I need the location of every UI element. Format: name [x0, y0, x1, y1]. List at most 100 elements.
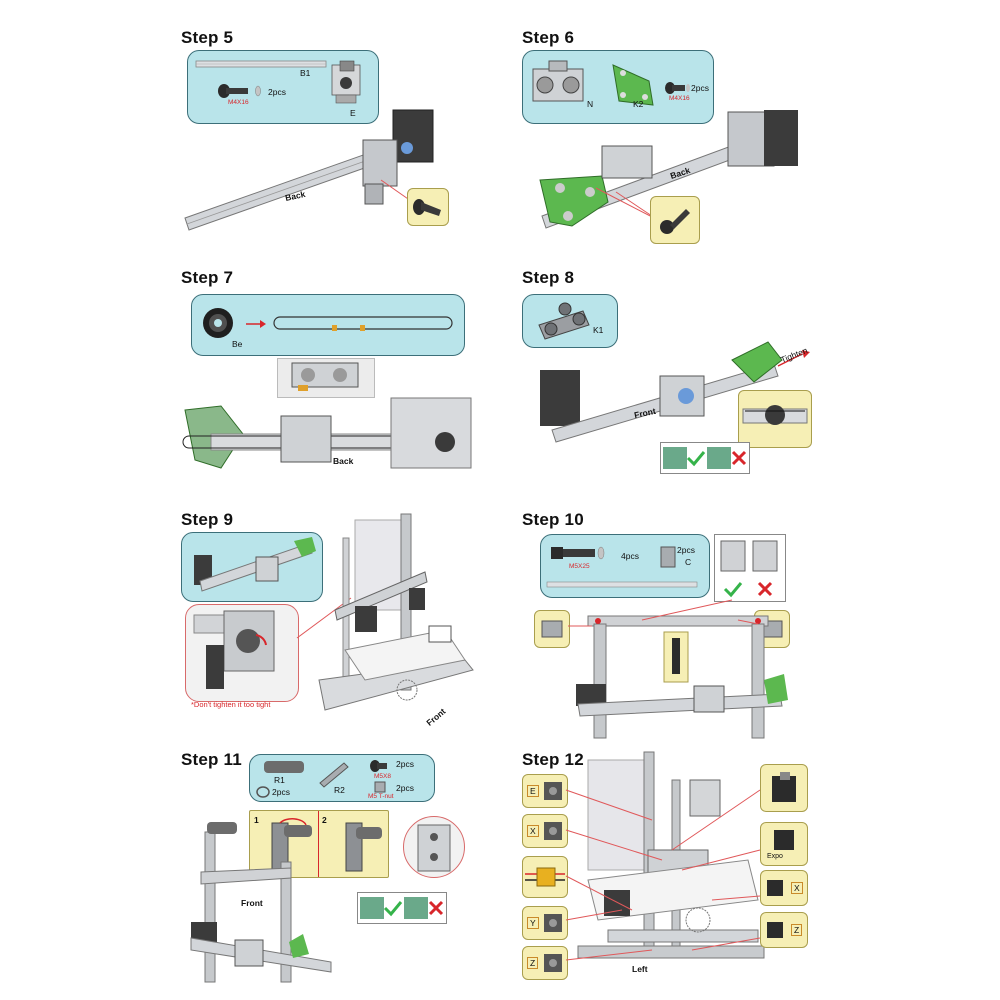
endstop-icon [767, 922, 783, 938]
endstop-z-callout: Z [760, 912, 808, 948]
step8-assembly-illustration [540, 341, 810, 443]
step-12: Step 12 E X Y Z Ex [522, 750, 842, 980]
step12-printer-illustration [577, 751, 765, 959]
cross-icon [757, 581, 773, 597]
correct-incorrect-indicator [714, 534, 786, 602]
detail-circle [185, 604, 299, 702]
spool-holder-step1-illustration [271, 818, 312, 872]
parts-box [181, 532, 323, 602]
step6-assembly-illustration [539, 110, 798, 229]
cross-icon [731, 450, 747, 466]
label-screw-size: M4X16 [669, 95, 690, 102]
label-part-k1: K1 [593, 325, 604, 335]
label-connector-e: E [527, 785, 539, 797]
part-e-illustration [331, 60, 361, 104]
label-quantity: 4pcs [621, 551, 639, 561]
label-connector-x: X [527, 825, 539, 837]
step-11: Step 11 R1 2pcs R2 2pcs M5X8 2pcs M5 T-n… [181, 750, 501, 983]
belt-correct-icon [663, 447, 687, 469]
step-title: Step 12 [522, 750, 584, 769]
leader-line [296, 597, 352, 639]
label-quantity: 2pcs [396, 759, 414, 769]
screw-callout [407, 188, 449, 226]
parts-box: B1 M4X16 2pcs E [187, 50, 379, 124]
step-title: Step 9 [181, 510, 234, 529]
label-direction: Front [241, 898, 263, 908]
motor-e-callout: E [522, 774, 568, 808]
leader-lines [565, 789, 761, 961]
label-direction: Back [333, 456, 354, 466]
label-quantity: 2pcs [268, 87, 286, 97]
x-gantry-detail [194, 537, 316, 592]
profile-detail-illustration [720, 540, 778, 572]
parts-box: N K2 M4X16 2pcs [522, 50, 714, 124]
screw-icon [218, 84, 261, 98]
label-b1: B1 [300, 68, 311, 78]
power-connector-callout [522, 856, 568, 898]
step-title: Step 11 [181, 750, 242, 769]
leader-line [568, 599, 759, 627]
rail-illustration [546, 581, 698, 588]
belt-loop-illustration [273, 316, 453, 331]
label-part-e: E [350, 108, 356, 118]
spool-holder-step2-illustration [345, 822, 382, 872]
expo-callout: Expo [760, 822, 808, 866]
part-r1-illustration [264, 761, 304, 773]
label-connector-y: Y [527, 917, 539, 929]
sub-step-panel: 1 2 [249, 810, 389, 878]
step-6: Step 6 N K2 M4X16 2pcs Back [522, 28, 842, 248]
extruder-block-icon [774, 830, 794, 850]
sub-step-number: 2 [322, 815, 327, 825]
extruder-icon [772, 772, 796, 802]
step-8: Step 8 K1 Tighten Front [522, 268, 842, 488]
step11-frame-illustration [190, 822, 332, 983]
step-title: Step 10 [522, 510, 584, 529]
profile-correct-icon [360, 897, 384, 919]
belt-tensioner-detail [742, 405, 808, 425]
correct-incorrect-indicator [660, 442, 750, 474]
screw-icon [665, 82, 690, 94]
detail-inset [277, 358, 375, 398]
step5-assembly-illustration [184, 109, 434, 231]
screw-icon [370, 760, 387, 772]
label-part-c: C [685, 557, 692, 567]
belt-incorrect-icon [707, 447, 731, 469]
label-screw-size: M5X8 [374, 773, 391, 780]
label-part-r1: R1 [274, 775, 285, 785]
rail-b1-illustration [195, 60, 327, 68]
correct-incorrect-indicator [357, 892, 447, 924]
detail-circle [403, 816, 465, 878]
motor-icon [544, 782, 562, 800]
parts-box: Be [191, 294, 465, 356]
screw-callout [650, 196, 700, 244]
part-k1-illustration [538, 302, 590, 340]
t-nut-detail-illustration [417, 824, 451, 872]
label-part-k2: K2 [633, 99, 644, 109]
endstop-x-callout: X [760, 870, 808, 906]
step-10: Step 10 M5X25 4pcs 2pcs C [522, 510, 842, 739]
step-title: Step 6 [522, 28, 575, 47]
tighten-callout [738, 390, 812, 448]
parts-box: R1 2pcs R2 2pcs M5X8 2pcs M5 T-nut [249, 754, 435, 802]
motor-icon [544, 954, 562, 972]
label-t-nut: M5 T-nut [368, 793, 394, 800]
parts-box: K1 [522, 294, 618, 348]
label-part-r2: R2 [334, 785, 345, 795]
part-c-callout-left [534, 610, 570, 648]
t-nut-icon [374, 781, 386, 793]
part-k2-illustration [612, 64, 654, 106]
step10-frame-illustration [576, 615, 788, 739]
step7-assembly-illustration [182, 397, 472, 469]
check-icon [383, 901, 403, 917]
motor-z-callout: Z [522, 946, 568, 980]
label-screw-size: M5X25 [569, 563, 590, 570]
label-endstop-z: Z [791, 924, 803, 936]
label-quantity: 2pcs [691, 83, 709, 93]
washer-icon [256, 786, 270, 798]
screw-icon [660, 209, 690, 234]
step-title: Step 8 [522, 268, 575, 287]
motor-icon [544, 822, 562, 840]
part-c-illustration [541, 620, 563, 638]
screw-icon [413, 199, 441, 216]
part-n-illustration [532, 60, 584, 102]
